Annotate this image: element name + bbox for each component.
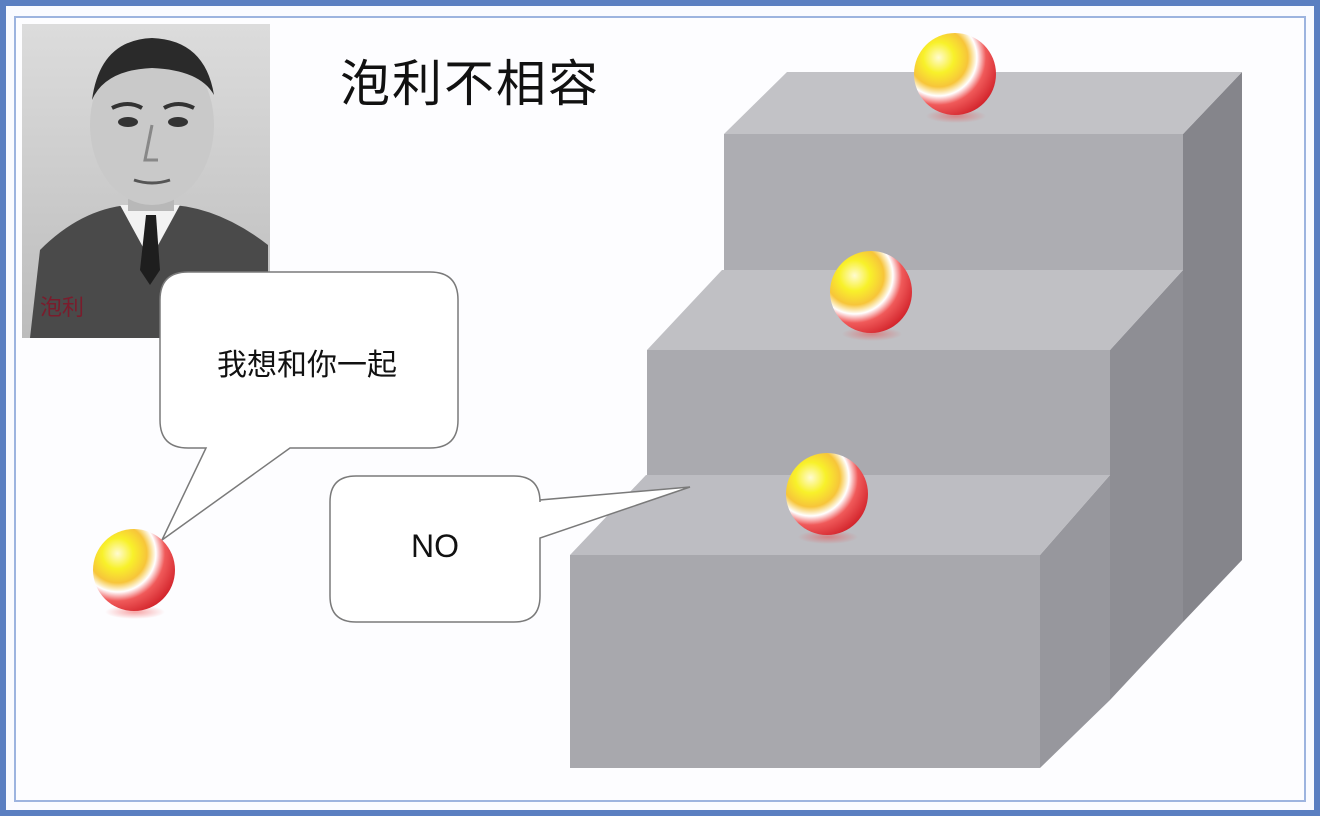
- stair-side-top: [1183, 72, 1242, 622]
- speech-bubble-1-text: 我想和你一起: [217, 348, 397, 383]
- stair-side-bottom: [1040, 475, 1110, 768]
- page-title: 泡利不相容: [340, 55, 600, 113]
- stair-top-2: [647, 270, 1183, 350]
- stair-front-3: [724, 134, 1183, 270]
- staircase: [570, 72, 1242, 768]
- electron-ball-icon: [786, 453, 868, 544]
- electron-ball-icon: [830, 251, 912, 341]
- stair-front-2: [647, 350, 1110, 475]
- electron-ball-icon: [914, 33, 996, 123]
- stair-side-middle: [1110, 270, 1183, 700]
- electron-ball-icon: [93, 529, 175, 619]
- speech-bubble-2: [329, 475, 691, 623]
- stair-front-1: [570, 555, 1040, 768]
- speech-bubble-1: [159, 271, 459, 541]
- speech-bubble-2-text: NO: [411, 528, 459, 564]
- portrait-label: 泡利: [40, 296, 85, 321]
